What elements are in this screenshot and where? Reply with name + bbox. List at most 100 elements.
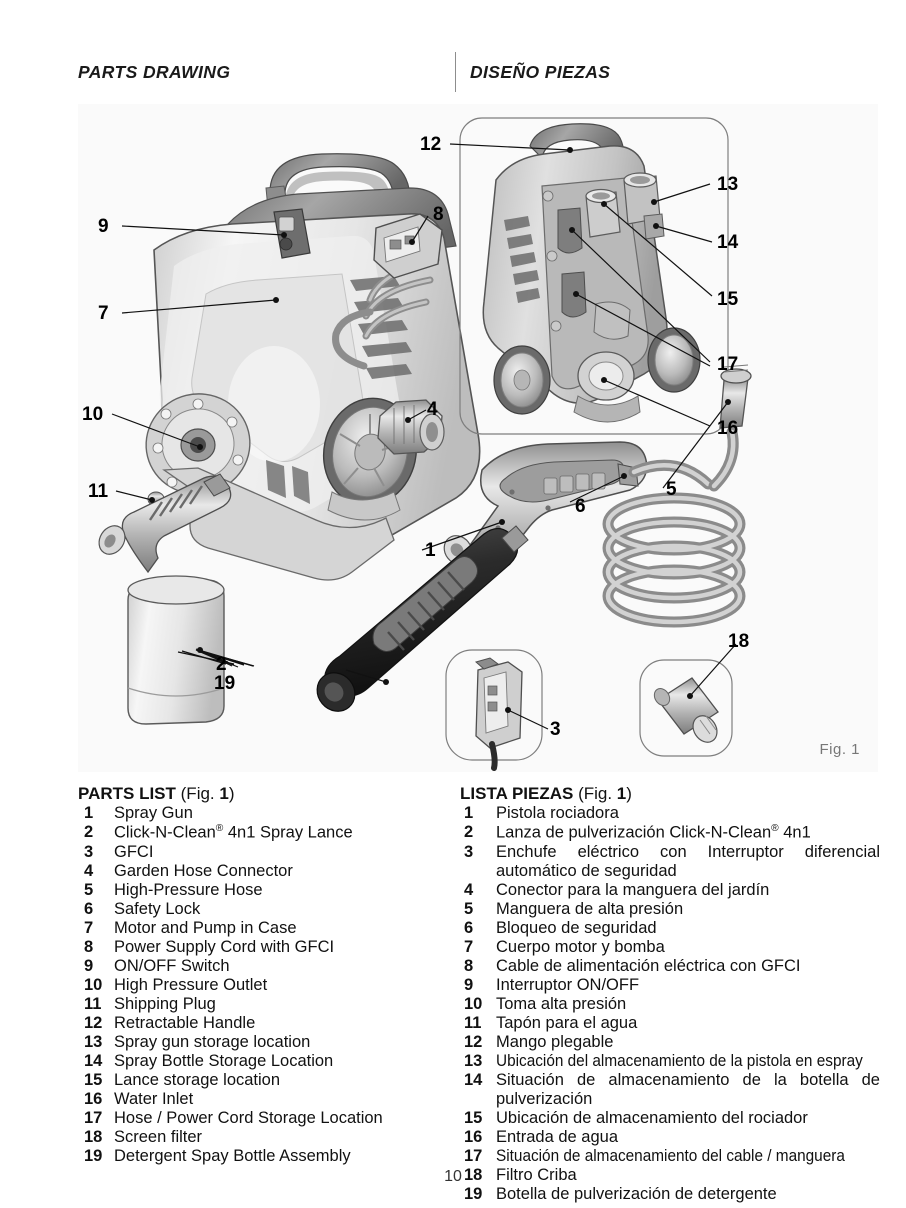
- parts-list-item-label: Ubicación de almacenamiento del rociador: [496, 1109, 808, 1128]
- parts-list-item: 16 Water Inlet: [78, 1090, 448, 1109]
- parts-list-item-number: 13: [84, 1033, 103, 1052]
- parts-list-item-number: 16: [464, 1128, 483, 1147]
- parts-list-item-number: 17: [464, 1147, 483, 1166]
- parts-list-item-number: 6: [84, 899, 94, 918]
- parts-list-title-text-en: PARTS LIST: [78, 784, 176, 803]
- parts-list-item-number: 19: [84, 1147, 103, 1166]
- parts-list-item: 9 Interruptor ON/OFF: [460, 976, 880, 995]
- parts-list-item-number: 3: [464, 842, 474, 861]
- parts-list-item-number: 5: [84, 880, 94, 899]
- callout-number-10: 10: [82, 404, 104, 425]
- parts-list-item-number: 5: [464, 899, 474, 918]
- parts-list-item: 13 Spray gun storage location: [78, 1033, 448, 1052]
- screen-filter-illustration: [639, 659, 733, 757]
- parts-list-item-label: Ubicación del almacenamiento de la pisto…: [496, 1052, 863, 1071]
- callout-number-5: 5: [666, 479, 677, 500]
- parts-list-item-number: 18: [84, 1128, 103, 1147]
- parts-list-item-label: Spray Gun: [114, 804, 193, 823]
- parts-list-item-label: Botella de pulverización de detergente: [496, 1185, 777, 1204]
- parts-list-title-close-en: ): [228, 784, 235, 803]
- parts-list-title-fig-en: (Fig.: [175, 784, 220, 803]
- parts-list-item-label: Mango plegable: [496, 1033, 614, 1052]
- parts-list-title-close-es: ): [626, 784, 632, 803]
- parts-list-item-number: 16: [84, 1090, 103, 1109]
- parts-list-item-number: 12: [84, 1014, 103, 1033]
- parts-list-item-number: 1: [84, 804, 94, 823]
- parts-list-item-label: Situación de almacenamiento del cable / …: [496, 1147, 845, 1166]
- parts-list-item-number: 9: [464, 975, 474, 994]
- callout-number-6: 6: [575, 496, 586, 517]
- parts-list-item-number: 4: [464, 880, 474, 899]
- parts-list-item-label: GFCI: [114, 842, 154, 861]
- parts-list-item-number: 17: [84, 1109, 103, 1128]
- page-headings: PARTS DRAWING DISEÑO PIEZAS: [0, 52, 906, 92]
- parts-list-item-label: Entrada de agua: [496, 1128, 619, 1147]
- figure-label: Fig. 1: [819, 741, 860, 758]
- callout-number-15: 15: [717, 289, 739, 310]
- high-pressure-hose-illustration: [602, 364, 752, 628]
- parts-list-item: 5 High-Pressure Hose: [78, 881, 448, 900]
- parts-list-item-number: 7: [464, 937, 474, 956]
- page-number: 10: [444, 1168, 462, 1185]
- parts-list-item-number: 15: [464, 1109, 483, 1128]
- heading-divider: [455, 52, 456, 92]
- callout-number-7: 7: [98, 303, 109, 324]
- parts-list-item-label: Power Supply Cord with GFCI: [114, 937, 335, 956]
- parts-illustration: [98, 117, 752, 771]
- parts-list-item-label: Cable de alimentación eléctrica con GFCI: [496, 956, 801, 975]
- rear-view-panel: [459, 117, 729, 435]
- parts-list-item-label: Situación de almacenamiento de la botell…: [496, 1071, 880, 1109]
- parts-list-item-number: 13: [464, 1052, 483, 1071]
- parts-list-item-label: Tapón para el agua: [496, 1014, 638, 1033]
- detergent-bottle-illustration: [98, 473, 232, 725]
- parts-list-item-number: 10: [464, 995, 483, 1013]
- parts-list-item-number: 15: [84, 1071, 103, 1090]
- callout-number-19: 19: [214, 673, 236, 694]
- callout-number-9: 9: [98, 216, 109, 237]
- parts-list-item: 16 Entrada de agua: [460, 1128, 880, 1147]
- parts-list-item-number: 12: [464, 1033, 483, 1052]
- parts-list-item-number: 11: [464, 1014, 482, 1033]
- parts-list-item-label: Retractable Handle: [114, 1014, 256, 1033]
- parts-list-item-number: 11: [84, 995, 102, 1013]
- parts-list-item-label: Bloqueo de seguridad: [496, 918, 657, 937]
- parts-list-item-label: Lanza de pulverización Click-N-Clean® 4n…: [496, 823, 811, 842]
- parts-list-item: 17 Situación de almacenamiento del cable …: [460, 1147, 880, 1166]
- callout-leader-dots: [149, 147, 731, 713]
- parts-list-item: 1 Spray Gun: [78, 804, 448, 823]
- parts-list-item-label: ON/OFF Switch: [114, 956, 230, 975]
- parts-list-item-label: Interruptor ON/OFF: [496, 975, 640, 994]
- parts-list-item-label: Filtro Criba: [496, 1166, 577, 1185]
- parts-list-item: 15 Ubicación de almacenamiento del rociad…: [460, 1109, 880, 1128]
- callout-number-3: 3: [550, 719, 561, 740]
- parts-list-item-label: Click-N-Clean® 4n1 Spray Lance: [114, 823, 353, 842]
- parts-list-item: 3 GFCI: [78, 843, 448, 862]
- callout-number-17: 17: [717, 354, 739, 375]
- parts-list-item-label: Cuerpo motor y bomba: [496, 937, 665, 956]
- on-off-switch-detail: [273, 208, 311, 259]
- parts-list-item-label: High-Pressure Hose: [114, 880, 263, 899]
- garden-hose-connector-illustration: [377, 399, 445, 455]
- parts-list-item-label: Motor and Pump in Case: [114, 918, 297, 937]
- parts-list-item-label: Spray gun storage location: [114, 1033, 311, 1052]
- parts-list-title-en: PARTS LIST (Fig. 1): [78, 784, 448, 803]
- callout-number-13: 13: [717, 174, 739, 195]
- parts-list-item-label: Water Inlet: [114, 1090, 194, 1109]
- parts-list-item-number: 3: [84, 842, 94, 861]
- parts-list-title-es: LISTA PIEZAS (Fig. 1): [460, 784, 880, 803]
- parts-list-item-number: 2: [84, 823, 94, 842]
